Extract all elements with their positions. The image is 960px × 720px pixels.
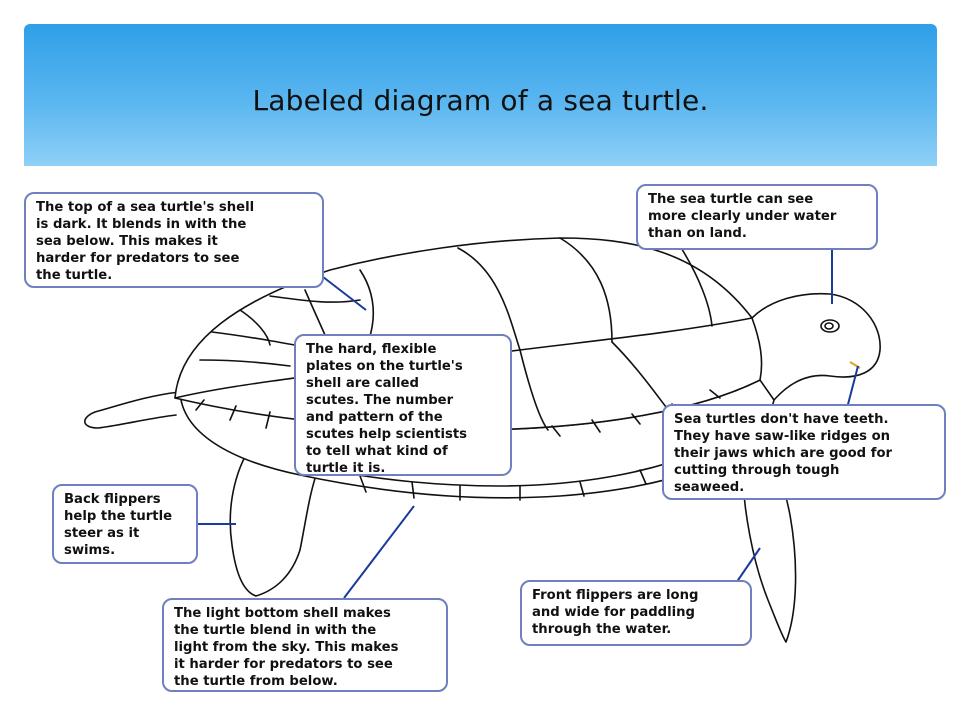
scute-line — [269, 295, 361, 303]
turtle-head — [751, 292, 881, 401]
callout-bottom-shell: The light bottom shell makes the turtle … — [162, 598, 448, 692]
eye-pupil — [824, 322, 834, 330]
leader-line-front-flippers — [733, 547, 761, 587]
callout-scutes: The hard, flexible plates on the turtle'… — [294, 334, 512, 476]
plastron-line — [359, 469, 647, 501]
callout-shell-top: The top of a sea turtle's shell is dark.… — [24, 192, 324, 288]
callout-back-flippers: Back flippers help the turtle steer as i… — [52, 484, 198, 564]
plastron-line — [329, 451, 701, 487]
scute-line — [519, 349, 549, 431]
scute-line — [239, 309, 271, 346]
turtle-eye — [820, 319, 840, 333]
back-flipper — [229, 437, 319, 597]
callout-front-flippers: Front flippers are long and wide for pad… — [520, 580, 752, 646]
callout-eyes: The sea turtle can see more clearly unde… — [636, 184, 878, 250]
front-flipper — [741, 469, 797, 643]
page-title: Labeled diagram of a sea turtle. — [252, 84, 709, 117]
title-banner: Labeled diagram of a sea turtle. — [24, 24, 937, 166]
callout-teeth: Sea turtles don't have teeth. They have … — [662, 404, 946, 500]
scute-line — [679, 245, 713, 327]
leader-line-bottom-shell — [343, 505, 415, 599]
tail — [84, 391, 181, 429]
scute-line — [457, 247, 521, 351]
scute-line — [559, 237, 613, 343]
scute-line — [199, 359, 291, 367]
